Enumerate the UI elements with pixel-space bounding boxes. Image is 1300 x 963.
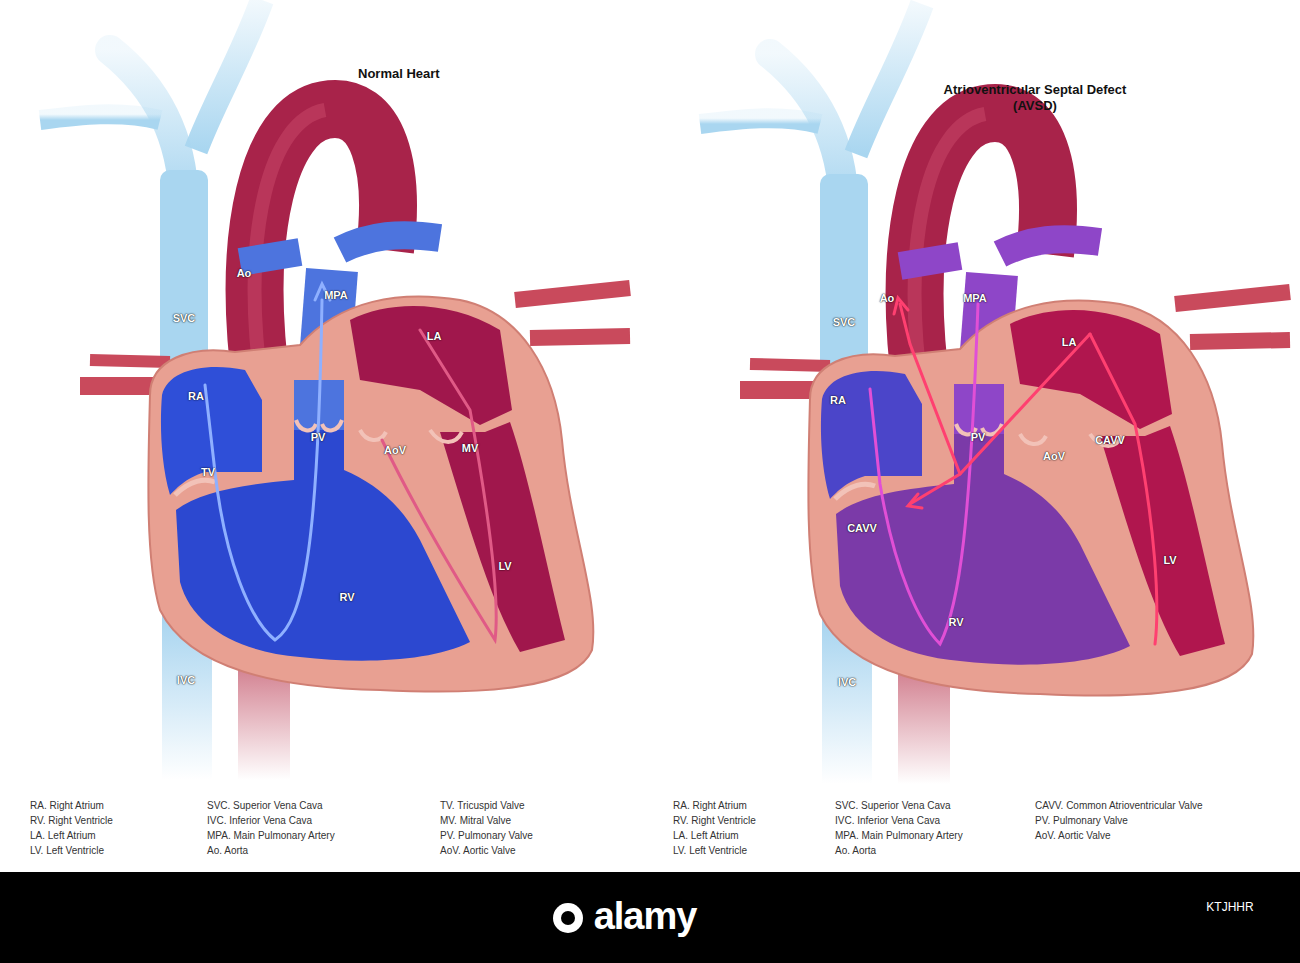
watermark: alamy <box>594 895 697 938</box>
key-entry: MV. Mitral Valve <box>440 815 511 827</box>
key-entry: LV. Left Ventricle <box>673 845 747 857</box>
watermark: KTJHHR <box>1206 900 1253 914</box>
part-label: SVC <box>833 316 856 328</box>
part-label: PV <box>311 431 326 443</box>
part-label: MV <box>462 442 479 454</box>
key-entry: AoV. Aortic Valve <box>1035 830 1111 842</box>
part-label: Ao <box>237 267 252 279</box>
key-entry: LA. Left Atrium <box>30 830 96 842</box>
key-entry: MPA. Main Pulmonary Artery <box>207 830 335 842</box>
diagram-heading: Normal Heart <box>358 66 440 82</box>
part-label: CAVV <box>847 522 877 534</box>
key-entry: LV. Left Ventricle <box>30 845 104 857</box>
key-entry: MPA. Main Pulmonary Artery <box>835 830 963 842</box>
key-entry: PV. Pulmonary Valve <box>1035 815 1128 827</box>
part-label: AoV <box>1043 450 1065 462</box>
key-entry: RV. Right Ventricle <box>673 815 756 827</box>
key-entry: IVC. Inferior Vena Cava <box>207 815 312 827</box>
part-label: SVC <box>173 312 196 324</box>
part-label: MPA <box>963 292 987 304</box>
key-entry: LA. Left Atrium <box>673 830 739 842</box>
part-label: IVC <box>177 674 195 686</box>
part-label: TV <box>201 466 215 478</box>
part-label: AoV <box>384 444 406 456</box>
key-entry: RV. Right Ventricle <box>30 815 113 827</box>
key-entry: PV. Pulmonary Valve <box>440 830 533 842</box>
part-label: LV <box>1163 554 1176 566</box>
key-entry: CAVV. Common Atrioventricular Valve <box>1035 800 1203 812</box>
key-entry: IVC. Inferior Vena Cava <box>835 815 940 827</box>
key-entry: RA. Right Atrium <box>673 800 747 812</box>
key-entry: SVC. Superior Vena Cava <box>835 800 951 812</box>
part-label: LA <box>1062 336 1077 348</box>
key-entry: Ao. Aorta <box>207 845 248 857</box>
part-label: CAVV <box>1095 434 1125 446</box>
part-label: LV <box>498 560 511 572</box>
part-label: PV <box>971 431 986 443</box>
part-label: LA <box>427 330 442 342</box>
key-entry: RA. Right Atrium <box>30 800 104 812</box>
key-entry: SVC. Superior Vena Cava <box>207 800 323 812</box>
part-label: IVC <box>838 676 856 688</box>
part-label: Ao <box>880 292 895 304</box>
diagram-heading: Atrioventricular Septal Defect (AVSD) <box>928 82 1143 115</box>
key-entry: TV. Tricuspid Valve <box>440 800 524 812</box>
part-label: RA <box>830 394 846 406</box>
key-entry: Ao. Aorta <box>835 845 876 857</box>
part-label: RV <box>948 616 963 628</box>
key-entry: AoV. Aortic Valve <box>440 845 516 857</box>
part-label: RA <box>188 390 204 402</box>
part-label: MPA <box>324 289 348 301</box>
part-label: RV <box>339 591 354 603</box>
